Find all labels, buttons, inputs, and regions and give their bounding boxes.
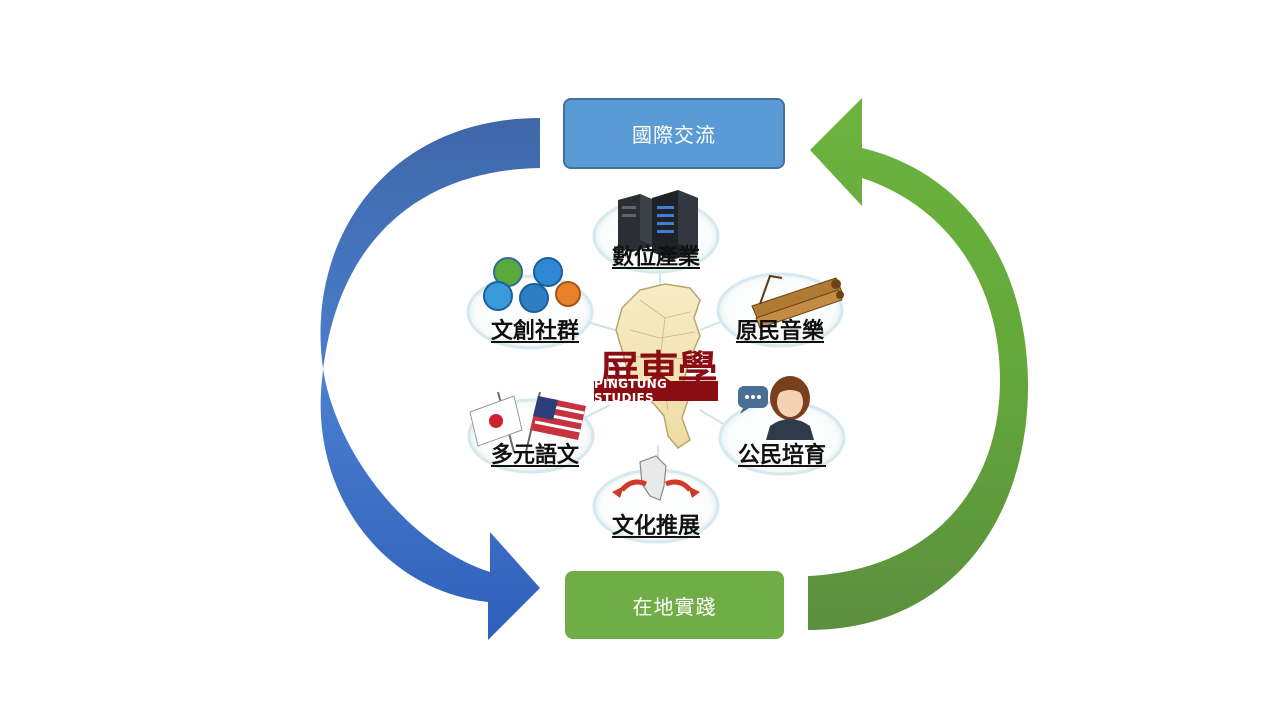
international-exchange-label: 國際交流	[632, 123, 716, 147]
node-label-digital-industry: 數位產業	[611, 245, 701, 270]
local-practice-label: 在地實踐	[632, 594, 717, 619]
left-cycle-arrow	[320, 118, 540, 640]
right-cycle-arrow	[808, 98, 1029, 630]
speaking-person-icon	[738, 376, 814, 440]
node-label-creative-community: 文創社群	[490, 319, 580, 344]
server-icon	[618, 190, 698, 260]
spreading-map-icon	[612, 455, 700, 501]
social-globes-icon	[483, 257, 581, 313]
flags-icon	[469, 391, 586, 453]
node-label-indigenous-music: 原民音樂	[735, 319, 825, 344]
nose-flute-icon	[751, 274, 844, 329]
pingtung-map-icon	[615, 283, 701, 449]
local-practice-box: 在地實踐	[565, 571, 784, 639]
international-exchange-box: 國際交流	[563, 98, 785, 169]
center-subtitle: PINGTUNG STUDIES	[594, 377, 718, 405]
node-label-civic-education: 公民培育	[737, 443, 827, 468]
node-label-multilingual: 多元語文	[490, 443, 580, 468]
node-label-cultural-promotion: 文化推展	[611, 514, 701, 539]
